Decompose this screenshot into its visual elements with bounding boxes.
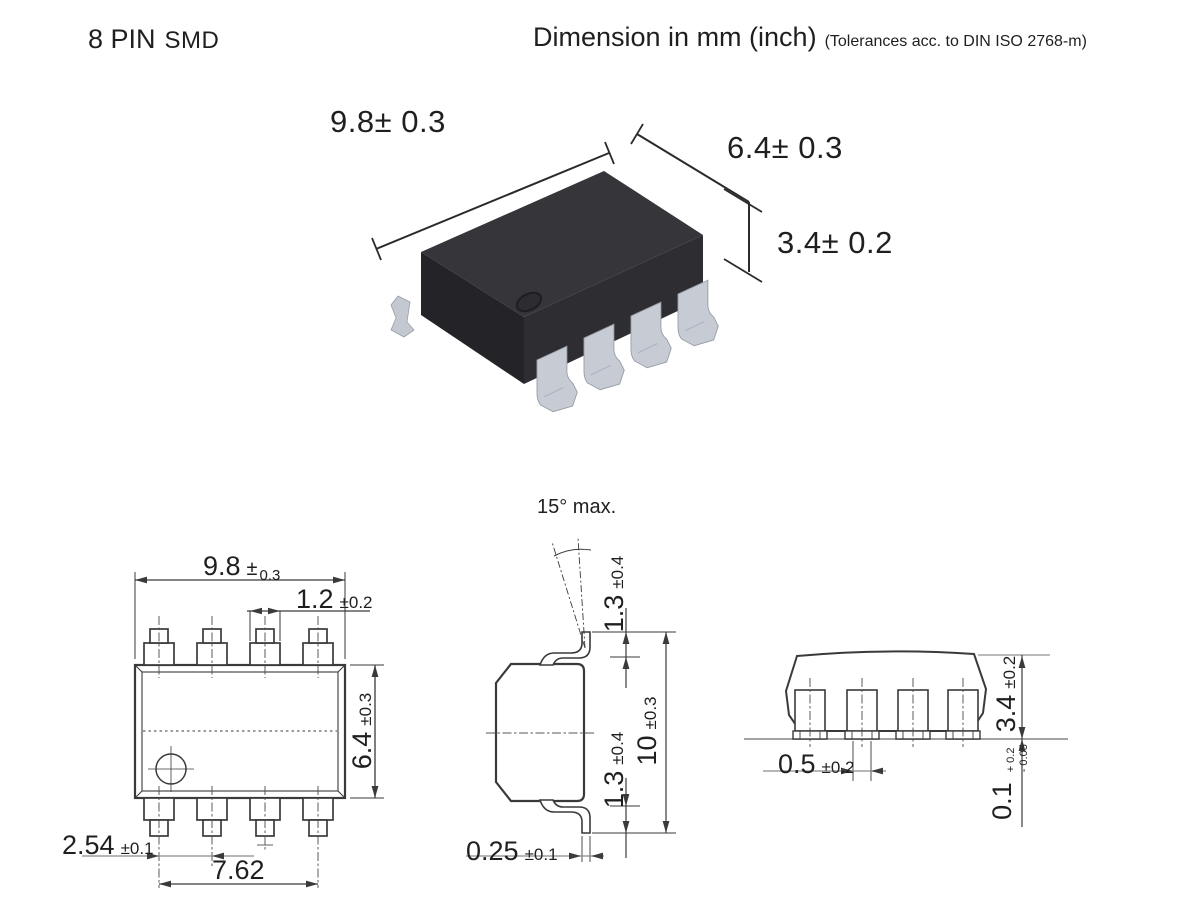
top-view [82, 572, 384, 888]
side-view-label-overall: 10±0.3 [632, 696, 662, 766]
top-view-centerlines [158, 616, 319, 888]
side-view-dim-lead-top [622, 608, 630, 688]
side-view-dim-overall [662, 632, 670, 833]
top-view-pins-top [143, 628, 334, 666]
top-view-dim-pitch [82, 852, 254, 860]
iso-dim-height: 3.4± 0.2 [777, 225, 893, 260]
side-view-label-thickness: 0.25±0.1 [466, 836, 558, 866]
page-title: 8 PIN SMD [88, 24, 219, 55]
dimension-title-text: Dimension in mm (inch) [533, 22, 817, 52]
side-view-label-lead-bottom: 1.3±0.4 [599, 731, 629, 809]
side-view-lead-bottom [538, 799, 591, 834]
side-view-angle-annotation [551, 537, 592, 649]
pin1-marker [148, 746, 194, 792]
end-view-dim-height [978, 654, 1050, 739]
package-type: SMD [164, 27, 220, 54]
top-view-dim-length [134, 572, 346, 659]
tolerance-note: (Tolerances acc. to DIN ISO 2768-m) [824, 33, 1087, 50]
end-view [744, 650, 1068, 827]
iso-3d-view [371, 123, 763, 413]
end-view-label-lead-width: 0.5±0.2 [778, 749, 855, 779]
top-view-label-depth: 6.4±0.3 [347, 692, 377, 770]
iso-dimension-lines [371, 123, 763, 283]
end-view-centerlines [809, 678, 964, 747]
side-view-lead-top [538, 631, 591, 666]
side-view [466, 537, 676, 862]
iso-leads [390, 279, 719, 413]
side-view-label-lead-top: 1.3±0.4 [599, 555, 629, 633]
top-view-dim-depth [350, 664, 384, 799]
top-view-pins-bottom [143, 797, 334, 837]
iso-left-lead [390, 295, 415, 338]
top-view-label-span: 7.62 [212, 855, 265, 885]
end-view-dim-standoff [1018, 739, 1026, 827]
side-view-dim-thickness [466, 836, 604, 862]
iso-dim-depth: 6.4± 0.3 [727, 130, 843, 165]
side-view-label-angle: 15° max. [537, 496, 617, 518]
top-view-label-pin-width: 1.2±0.2 [296, 584, 373, 614]
end-view-foot-ticks [799, 731, 974, 739]
iso-dim-length: 9.8± 0.3 [330, 104, 446, 139]
end-view-body [784, 650, 988, 732]
side-view-dim-lead-bottom [622, 778, 630, 858]
end-view-label-standoff: 0.1+ 0.2- 0.05 [987, 744, 1031, 820]
dimension-title: Dimension in mm (inch) (Tolerances acc. … [533, 22, 1087, 53]
pin1-dimple [515, 291, 543, 313]
iso-package-body [421, 171, 703, 384]
top-view-dim-span [159, 880, 318, 888]
top-view-label-pitch: 2.54±0.1 [62, 830, 154, 860]
part-name: 8 PIN [88, 24, 156, 54]
top-view-label-length: 9.8±0.3 [203, 551, 281, 584]
end-view-dim-lead-width [763, 741, 886, 781]
top-view-dim-pin-width [247, 607, 370, 641]
side-view-body [494, 662, 586, 803]
